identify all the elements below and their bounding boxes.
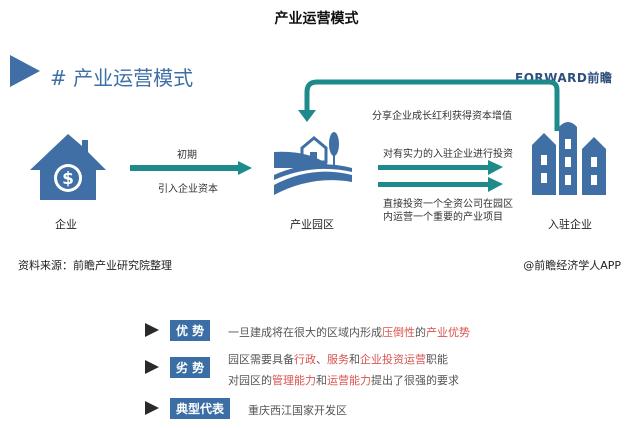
double-arrow [378,160,503,192]
text-segment: 的 [415,326,426,339]
industrial-park-icon [274,132,352,195]
highlight-text: 运营能力 [327,374,371,387]
highlight-text: 管理能力 [272,374,316,387]
arrow1 [130,161,252,175]
label-advantage: 优 势 [170,320,211,341]
arrow2-bottom-line1: 直接投资一个全资公司在园区 [383,199,513,210]
house-dollar-icon: $ [30,134,106,200]
arrow2-top-label: 对有实力的入驻企业进行投资 [383,149,513,160]
text-segment: 提出了很强的要求 [371,374,459,387]
highlight-text: 产业优势 [426,326,470,339]
text-segment: 对园区的 [228,374,272,387]
representative-text: 重庆西江国家开发区 [248,404,347,417]
text-segment: 和 [316,374,327,387]
page-title: 产业运营模式 [274,11,359,27]
node-enterprise: 企业 [55,218,77,231]
label-disadvantage: 劣 势 [170,357,211,378]
disadvantage-line2: 对园区的管理能力和运营能力提出了很强的要求 [228,372,459,388]
arrow2-bottom-line2: 内运营一个重要的产业项目 [383,212,503,223]
return-arrow [298,79,560,131]
node-resident-enterprise: 入驻企业 [548,218,592,231]
chevron-right-icon [145,323,159,337]
highlight-text: 企业投资运营 [360,353,426,366]
return-arrow-label: 分享企业成长红利获得资本增值 [372,111,512,122]
highlight-text: 行政 [294,353,316,366]
buildings-icon [532,122,606,195]
chevron-right-icon [145,401,159,415]
node-industrial-park: 产业园区 [290,218,334,231]
banner-text: 产业运营模式 [73,66,194,90]
svg-text:$: $ [62,169,74,189]
text-segment: 和 [349,353,360,366]
text-segment: 职能 [426,353,448,366]
label-representative: 典型代表 [170,398,231,419]
hash: # [50,66,67,90]
disadvantage-line1: 园区需要具备行政、服务和企业投资运营职能 [228,351,448,367]
text-segment: 、 [316,353,327,366]
credit: @前瞻经济学人APP [523,259,621,272]
advantage-text: 一旦建成将在很大的区域内形成压倒性的产业优势 [228,324,470,340]
highlight-text: 服务 [327,353,349,366]
chevron-right-icon [145,360,159,374]
highlight-text: 压倒性 [382,326,415,339]
arrow1-bottom-label: 引入企业资本 [158,184,218,195]
source-note: 资料来源：前瞻产业研究院整理 [18,259,172,272]
text-segment: 一旦建成将在很大的区域内形成 [228,326,382,339]
arrow1-top-label: 初期 [177,150,197,161]
text-segment: 园区需要具备 [228,353,294,366]
banner-triangle-icon [10,55,40,87]
banner-title: # 产业运营模式 [50,62,193,91]
